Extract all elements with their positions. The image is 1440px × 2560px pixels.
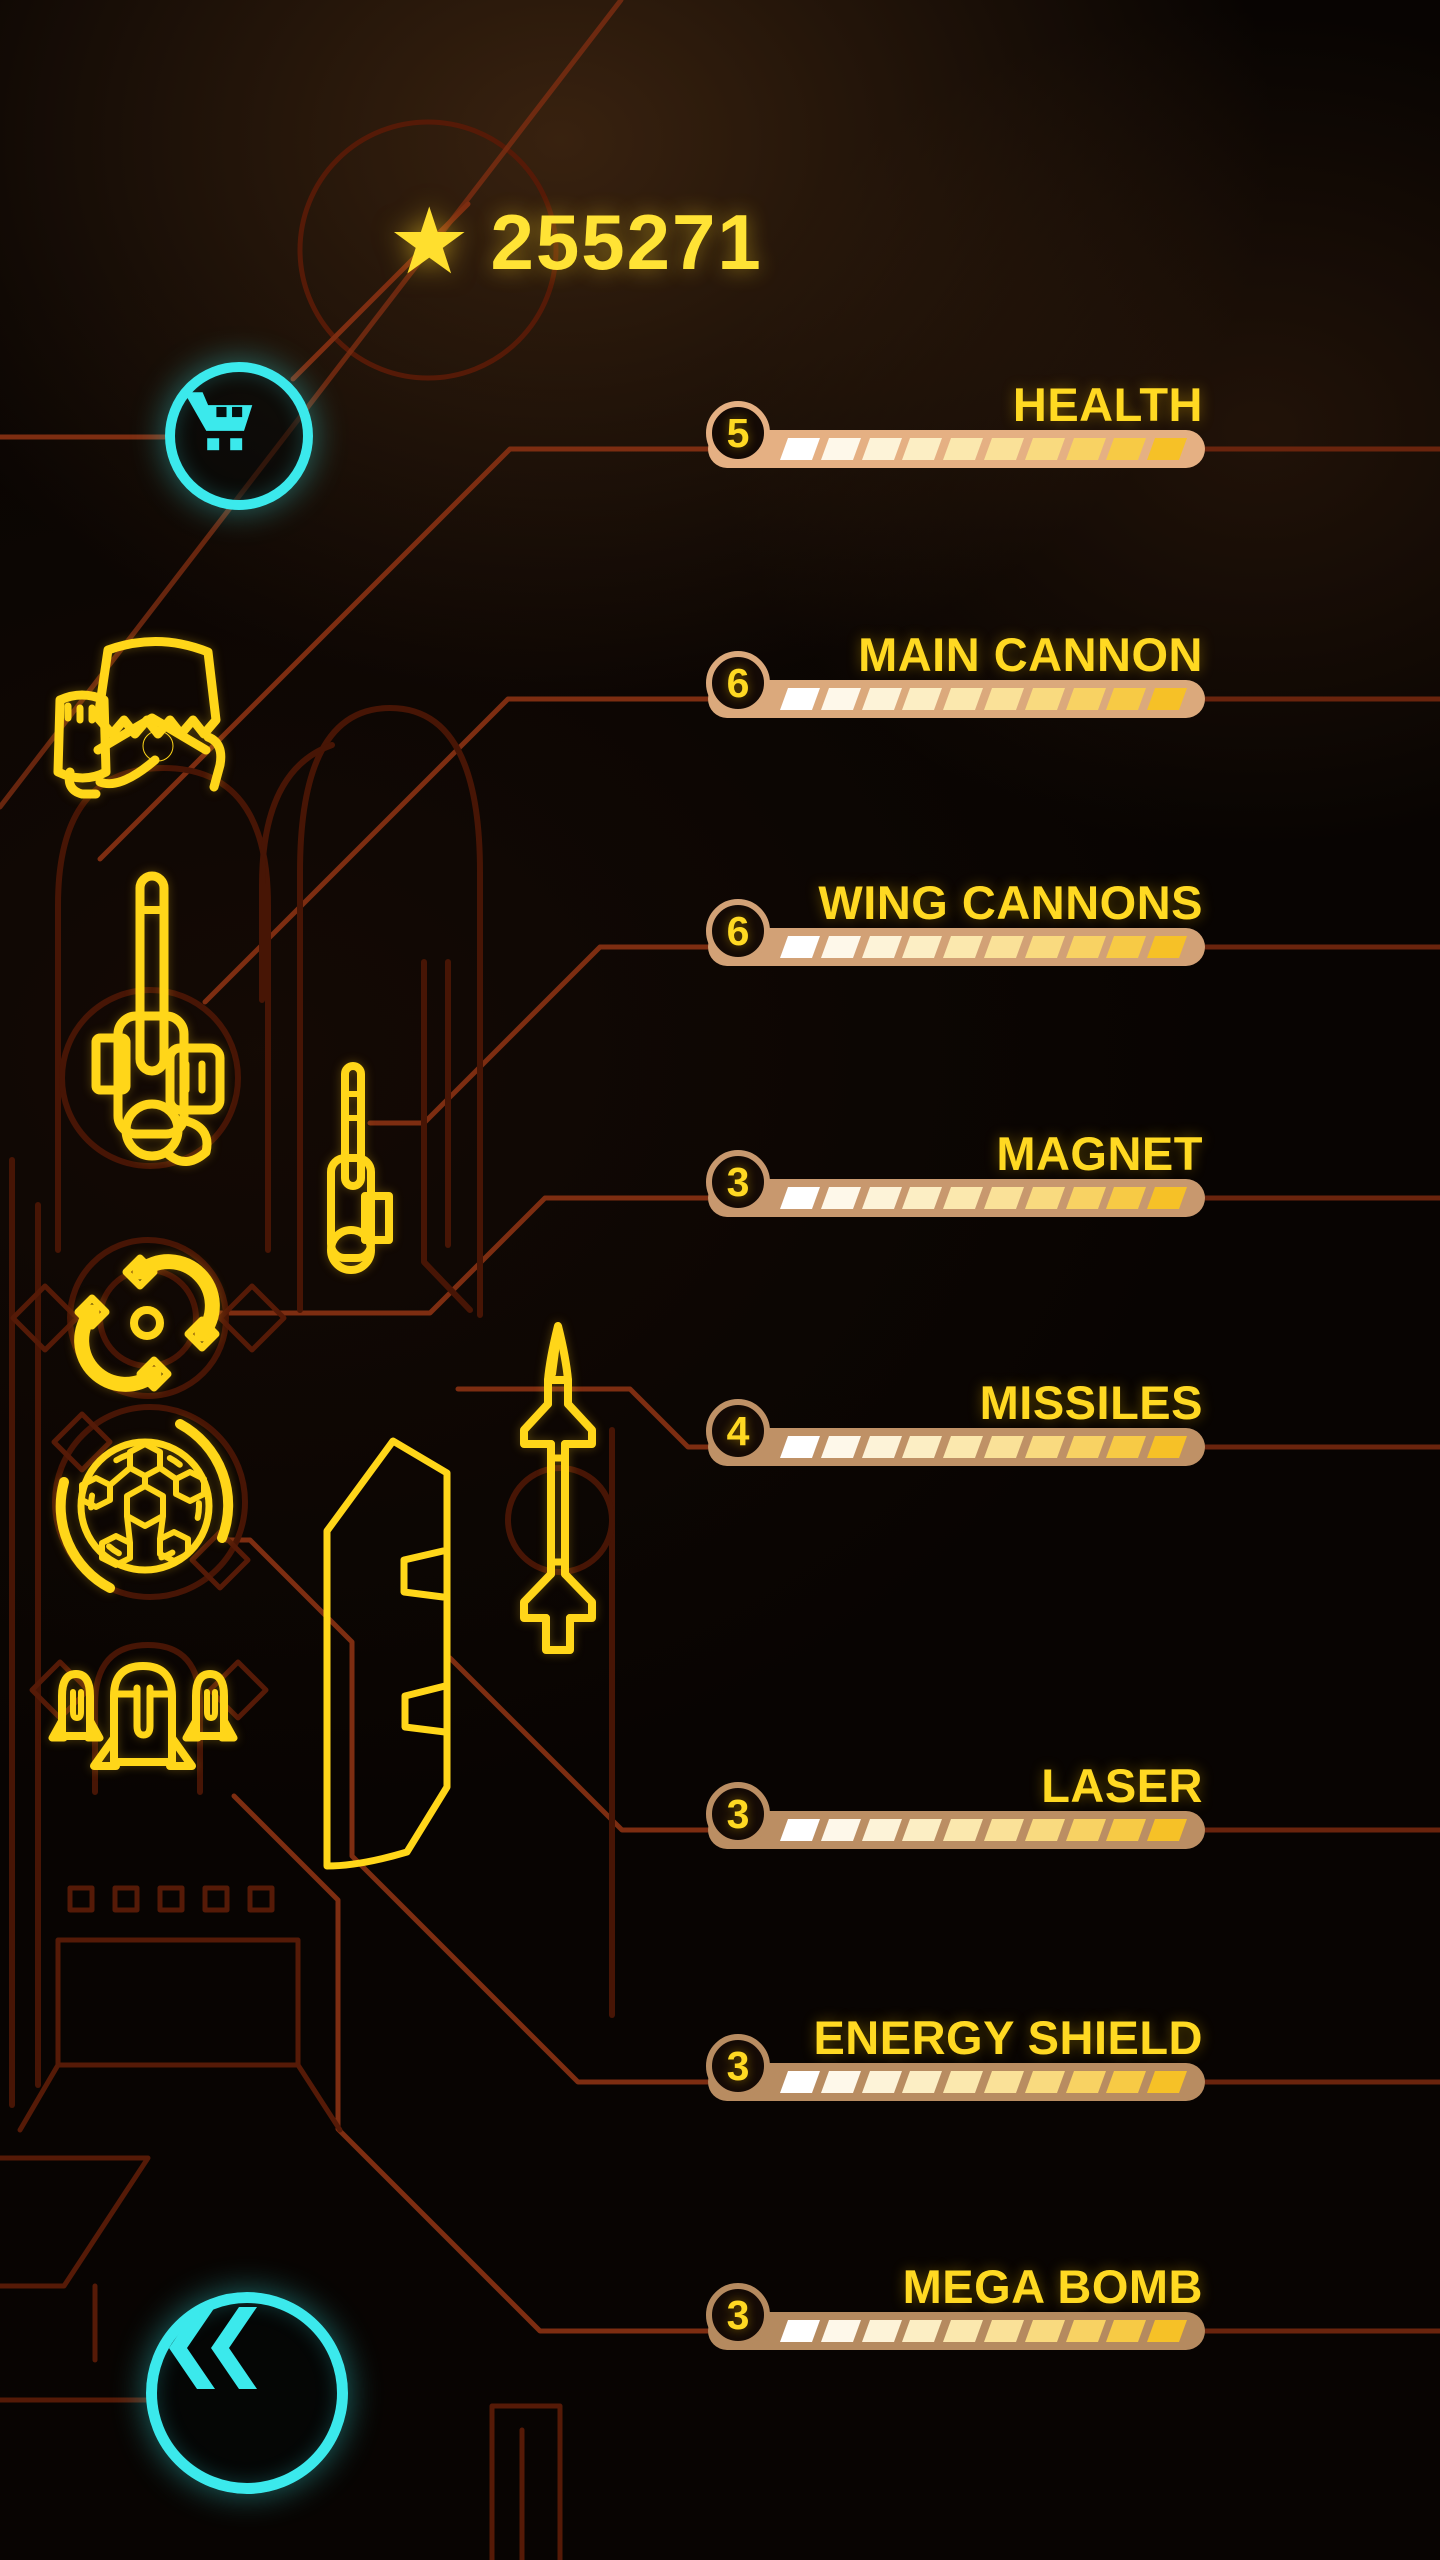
- upgrade-label: WING CANNONS: [818, 876, 1203, 929]
- wing-cannon-icon: [327, 1062, 393, 1274]
- upgrade-level-badge: 3: [706, 2283, 770, 2347]
- upgrade-bar[interactable]: 3: [706, 1782, 1205, 1849]
- upgrade-level-badge: 3: [706, 1782, 770, 1846]
- upgrade-label: HEALTH: [1012, 378, 1203, 431]
- back-button[interactable]: [146, 2292, 348, 2494]
- upgrade-level-badge: 5: [706, 401, 770, 465]
- upgrade-level-badge: 3: [706, 1150, 770, 1214]
- upgrade-label: ENERGY SHIELD: [813, 2011, 1203, 2064]
- upgrade-bar[interactable]: 3: [706, 2034, 1205, 2101]
- upgrade-row-energy-shield: ENERGY SHIELD 3: [0, 2010, 1440, 2140]
- upgrade-segments: [779, 688, 1187, 710]
- upgrade-segments: [779, 1436, 1187, 1458]
- upgrade-label: LASER: [1041, 1759, 1203, 1812]
- laser-wing-icon: [323, 1437, 451, 1870]
- double-chevron-left-icon: [169, 2307, 257, 2389]
- shop-button[interactable]: [165, 362, 313, 510]
- upgrade-row-mega-bomb: MEGA BOMB 3: [0, 2259, 1440, 2389]
- missiles-icon: [520, 1322, 596, 1654]
- upgrade-label: MEGA BOMB: [902, 2260, 1203, 2313]
- mega-bomb-icon: [48, 1662, 238, 1770]
- upgrade-label: MAIN CANNON: [858, 628, 1203, 681]
- upgrade-row-main-cannon: MAIN CANNON 6: [0, 627, 1440, 757]
- upgrade-bar[interactable]: 4: [706, 1399, 1205, 1466]
- upgrade-level-badge: 6: [706, 899, 770, 963]
- upgrade-segments: [779, 1819, 1187, 1841]
- upgrade-bar[interactable]: 6: [706, 651, 1205, 718]
- upgrade-row-laser: LASER 3: [0, 1758, 1440, 1888]
- upgrade-segments: [779, 2071, 1187, 2093]
- health-module-icon: [53, 636, 226, 799]
- upgrade-level-badge: 3: [706, 2034, 770, 2098]
- shopping-cart-icon: [184, 392, 253, 451]
- energy-shield-icon: [55, 1419, 234, 1593]
- upgrade-segments: [779, 1187, 1187, 1209]
- main-cannon-icon: [91, 871, 225, 1166]
- star-icon: ★: [388, 191, 471, 293]
- upgrade-row-health: HEALTH 5: [0, 377, 1440, 507]
- score-display: ★ 255271: [388, 196, 763, 288]
- upgrade-segments: [779, 438, 1187, 460]
- upgrade-row-magnet: MAGNET 3: [0, 1126, 1440, 1256]
- upgrade-segments: [779, 936, 1187, 958]
- score-value: 255271: [490, 197, 763, 286]
- upgrade-label: MAGNET: [996, 1127, 1203, 1180]
- upgrade-bar[interactable]: 3: [706, 2283, 1205, 2350]
- magnet-icon: [74, 1254, 220, 1392]
- upgrade-level-badge: 6: [706, 651, 770, 715]
- upgrade-row-missiles: MISSILES 4: [0, 1375, 1440, 1505]
- upgrade-segments: [779, 2320, 1187, 2342]
- upgrade-row-wing-cannons: WING CANNONS 6: [0, 875, 1440, 1005]
- upgrade-level-badge: 4: [706, 1399, 770, 1463]
- upgrade-bar[interactable]: 6: [706, 899, 1205, 966]
- upgrade-label: MISSILES: [979, 1376, 1203, 1429]
- upgrade-bar[interactable]: 3: [706, 1150, 1205, 1217]
- upgrade-bar[interactable]: 5: [706, 401, 1205, 468]
